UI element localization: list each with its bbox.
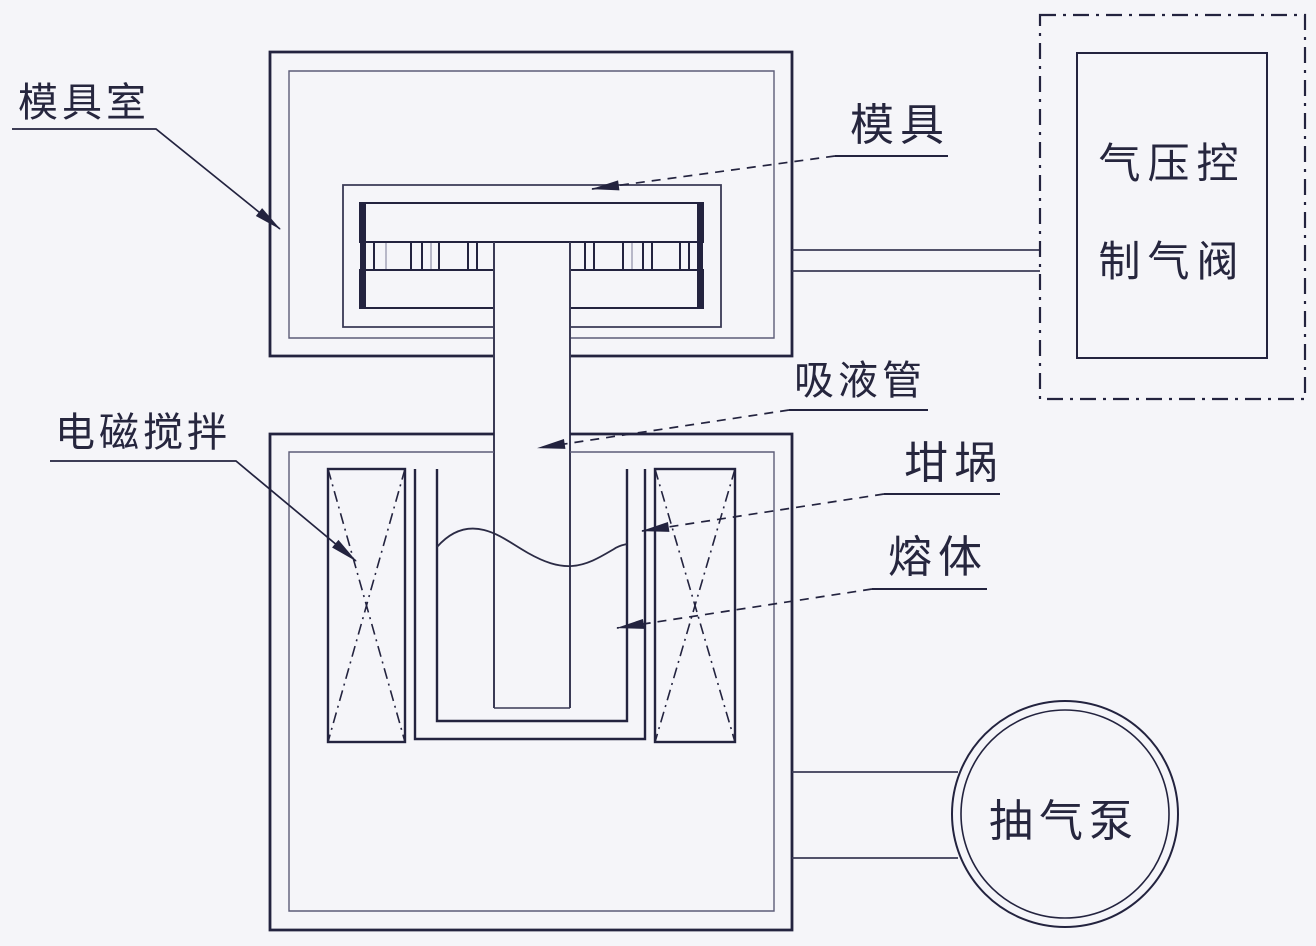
callout-electromagnetic-stirring: 电磁搅拌 <box>50 410 357 562</box>
callout-melt: 熔体 <box>616 532 988 629</box>
melt-label: 熔体 <box>888 532 988 583</box>
pressure-valve-inner-box <box>1076 52 1268 359</box>
mold-assembly <box>342 184 722 328</box>
suction-tube <box>493 242 571 709</box>
mold-lower-plate-right <box>569 269 704 309</box>
pressure-valve-dashed-enclosure <box>1038 13 1307 401</box>
callout-crucible: 坩埚 <box>641 438 1004 532</box>
mold-top-plate <box>359 202 704 243</box>
mold-cavity-plates-right <box>584 243 690 269</box>
mold-label: 模具 <box>850 100 950 151</box>
vacuum-pump-label: 抽气泵 <box>989 796 1139 847</box>
pressure-valve-label-line1: 气压控 <box>1098 139 1245 188</box>
vacuum-chamber <box>268 432 794 932</box>
electromagnetic-stirring-label: 电磁搅拌 <box>55 410 231 456</box>
vacuum-chamber-outer-wall <box>268 432 794 932</box>
electromagnetic-stirring-leader-line <box>50 460 357 562</box>
mold-chamber-inner-wall <box>288 70 775 339</box>
callout-mold-chamber: 模具室 <box>12 80 281 230</box>
crucible-outer-wall <box>413 469 647 741</box>
crucible <box>413 469 647 741</box>
callout-mold: 模具 <box>591 100 950 191</box>
mold-chamber-leader-line <box>12 128 281 230</box>
mold-chamber-label: 模具室 <box>18 80 150 126</box>
crucible-leader-line <box>641 493 885 532</box>
melt-leader-line <box>616 588 873 629</box>
crucible-inner-wall <box>435 469 629 723</box>
mold-chamber <box>268 50 794 358</box>
mold-leader-line <box>591 155 836 191</box>
vacuum-pump-outer-circle <box>951 700 1179 928</box>
vacuum-pump-inner-circle <box>960 709 1170 919</box>
mold-chamber-outer-wall <box>268 50 794 358</box>
vacuum-pump: 抽气泵 <box>951 700 1179 928</box>
mold-container <box>342 184 722 328</box>
mold-cavity-plates-left <box>373 243 478 269</box>
suction-tube-leader-line <box>537 409 790 449</box>
pressure-valve-box: 气压控 制气阀 <box>1038 13 1307 401</box>
stirring-coil-left <box>326 467 407 744</box>
melt-surface-wave <box>436 527 628 567</box>
pressure-valve-label-line2: 制气阀 <box>1098 237 1245 286</box>
crucible-label: 坩埚 <box>904 438 1004 489</box>
stirring-coil-right <box>653 467 737 744</box>
callout-suction-tube: 吸液管 <box>537 358 928 449</box>
suction-tube-label: 吸液管 <box>794 358 926 404</box>
pipe-to-valve <box>792 249 1040 272</box>
vacuum-chamber-inner-wall <box>288 451 775 912</box>
pipe-to-pump <box>792 771 958 859</box>
mold-lower-plate-left <box>359 269 495 309</box>
